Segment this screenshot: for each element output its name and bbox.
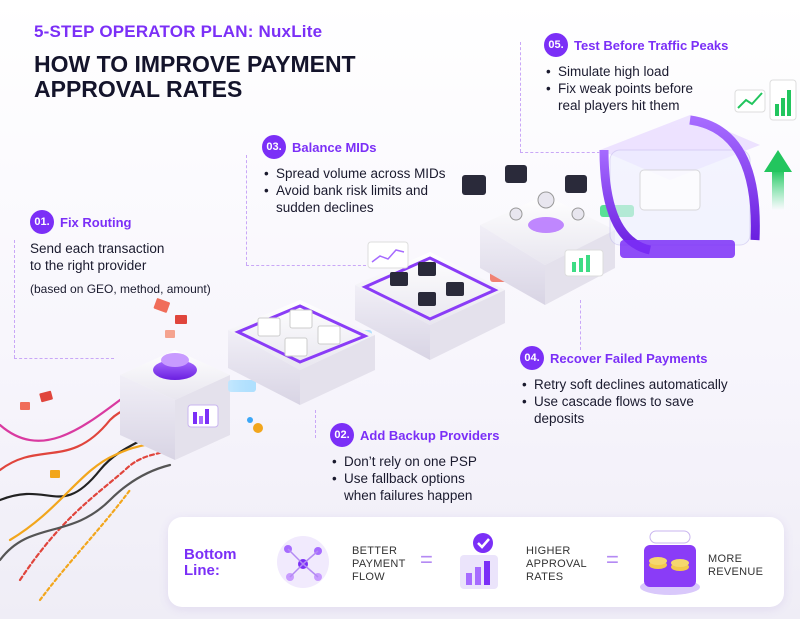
step-badge: 04. — [520, 346, 544, 370]
guide-line-03b — [246, 265, 366, 267]
step-body: Spread volume across MIDs Avoid bank ris… — [262, 165, 492, 216]
title-line-1: HOW TO IMPROVE PAYMENT — [34, 51, 356, 77]
step-bullet: Spread volume across MIDs — [262, 165, 492, 182]
bottom-item-text: PAYMENT — [352, 558, 406, 570]
router-box — [120, 350, 230, 460]
step-badge: 03. — [262, 135, 286, 159]
equals-sign: = — [606, 547, 619, 572]
step-bullet: Simulate high load — [544, 63, 764, 80]
revenue-coins-icon — [640, 530, 700, 595]
guide-line-05 — [520, 42, 522, 152]
step-bullet-cont: real players hit them — [558, 98, 680, 113]
bottom-item-2: HIGHER APPROVAL RATES — [526, 545, 587, 584]
guide-line-01b — [14, 358, 114, 360]
pipe-1 — [228, 380, 256, 392]
growth-arrow-icon — [764, 150, 792, 210]
step-bullet: Use cascade flows to save — [520, 393, 790, 410]
guide-line-04 — [580, 300, 582, 350]
step-title: Recover Failed Payments — [550, 350, 708, 366]
page-title: HOW TO IMPROVE PAYMENT APPROVAL RATES — [34, 52, 454, 102]
bottom-line-panel: Bottom Line: BETTER PAYMENT FLOW = HIGHE… — [168, 517, 784, 607]
step-line: to the right provider — [30, 258, 147, 273]
step-02: 02. Add Backup Providers Don’t rely on on… — [330, 423, 550, 504]
bottom-item-text: MORE — [708, 553, 743, 565]
step-body: Send each transaction to the right provi… — [30, 240, 250, 297]
step-body: Don’t rely on one PSP Use fallback optio… — [330, 453, 550, 504]
bottom-line-label-2: Line: — [184, 562, 220, 579]
guide-line-05b — [520, 152, 600, 154]
bottom-item-text: REVENUE — [708, 566, 764, 578]
guide-line-01 — [14, 240, 16, 358]
step-bullet: Don’t rely on one PSP — [330, 453, 550, 470]
step-title: Test Before Traffic Peaks — [574, 37, 729, 53]
mid-balancer-platform — [355, 241, 505, 360]
step-note: (based on GEO, method, amount) — [30, 282, 211, 296]
step-badge: 02. — [330, 423, 354, 447]
guide-line-03 — [246, 155, 248, 265]
tangled-wires — [0, 390, 172, 602]
step-line: Send each transaction — [30, 241, 165, 256]
approval-chart-icon — [460, 533, 498, 589]
payment-flow-icon — [277, 536, 329, 588]
bottom-item-text: BETTER — [352, 545, 398, 557]
step-bullet-cont: deposits — [534, 411, 585, 426]
step-title: Fix Routing — [60, 214, 132, 230]
gear-icon — [253, 423, 263, 433]
bottom-item-3: MORE REVENUE — [708, 553, 763, 579]
step-bullet-cont: sudden declines — [276, 200, 374, 215]
step-badge: 01. — [30, 210, 54, 234]
step-body: Simulate high load Fix weak points befor… — [544, 63, 764, 114]
title-line-2: APPROVAL RATES — [34, 76, 243, 102]
bottom-item-text: APPROVAL — [526, 558, 587, 570]
bottom-item-text: RATES — [526, 571, 564, 583]
step-title: Add Backup Providers — [360, 427, 500, 443]
step-body: Retry soft declines automatically Use ca… — [520, 376, 790, 427]
load-test-tunnel — [599, 115, 760, 258]
step-bullet-cont: when failures happen — [344, 488, 473, 503]
step-bullet: Avoid bank risk limits and — [262, 182, 492, 199]
backup-providers-platform — [228, 300, 375, 405]
step-bullet: Fix weak points before — [544, 80, 764, 97]
floating-cards — [20, 298, 187, 478]
bottom-line-label-1: Bottom — [184, 546, 237, 563]
step-05: 05. Test Before Traffic Peaks Simulate hi… — [544, 33, 764, 114]
bottom-item-text: HIGHER — [526, 545, 571, 557]
step-04: 04. Recover Failed Payments Retry soft de… — [520, 346, 790, 427]
bottom-item-1: BETTER PAYMENT FLOW — [352, 545, 406, 584]
step-bullet: Retry soft declines automatically — [520, 376, 790, 393]
step-01: 01. Fix Routing Send each transaction to … — [30, 210, 250, 297]
step-badge: 05. — [544, 33, 568, 57]
plan-eyebrow: 5-STEP OPERATOR PLAN: NuxLite — [34, 22, 323, 41]
guide-line-02 — [315, 410, 317, 438]
bottom-line-label: Bottom Line: — [184, 547, 237, 579]
equals-sign: = — [420, 547, 433, 572]
step-03: 03. Balance MIDs Spread volume across MID… — [262, 135, 492, 216]
step-bullet: Use fallback options — [330, 470, 550, 487]
bottom-item-text: FLOW — [352, 571, 385, 583]
step-title: Balance MIDs — [292, 139, 377, 155]
